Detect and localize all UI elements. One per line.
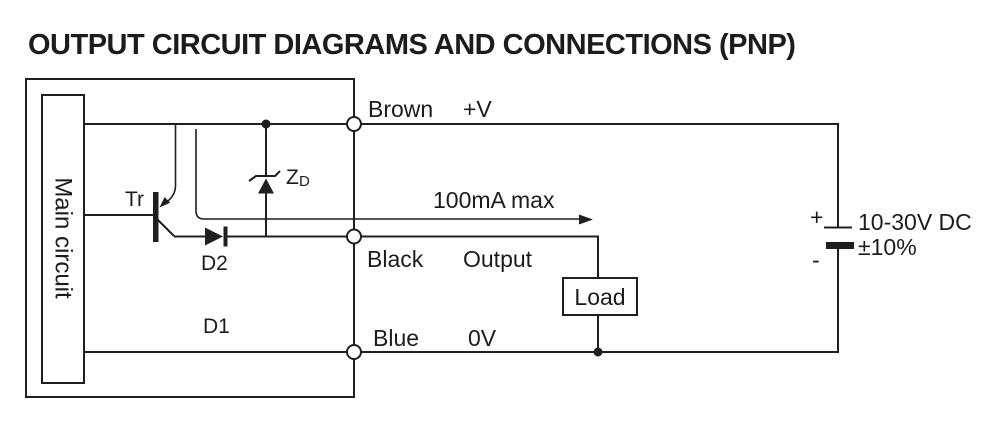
- terminal-blue: [346, 344, 362, 360]
- label-plus-v: +V: [463, 96, 492, 122]
- page-title: OUTPUT CIRCUIT DIAGRAMS AND CONNECTIONS …: [28, 29, 795, 61]
- load-label: Load: [574, 284, 625, 310]
- diode-d2-label: D2: [201, 252, 228, 275]
- label-brown: Brown: [368, 96, 433, 122]
- battery-minus-sign: -: [812, 247, 820, 273]
- current-flow-arrowhead: [579, 214, 593, 225]
- label-black: Black: [367, 246, 424, 272]
- emitter-arrowhead: [159, 197, 171, 208]
- zener-label-subscript: D: [299, 173, 310, 190]
- zener-triangle: [258, 178, 274, 194]
- current-max-label: 100mA max: [433, 187, 555, 213]
- wire-output-to-load: [361, 235, 599, 278]
- main-circuit-label: Main circuit: [50, 177, 77, 299]
- load-box: [562, 277, 638, 316]
- label-blue: Blue: [373, 325, 419, 351]
- terminal-black: [346, 228, 362, 245]
- wire-0v-external: [361, 249, 839, 353]
- diode-d2-cathode-bar: [223, 226, 228, 247]
- transistor-base-bar: [153, 192, 159, 242]
- terminal-brown: [346, 116, 362, 132]
- transistor-label: Tr: [125, 188, 144, 211]
- label-output: Output: [463, 246, 533, 272]
- diode-d1-label: D1: [203, 315, 230, 338]
- current-flow-line: [195, 129, 579, 220]
- supply-voltage-label: 10-30V DC: [858, 209, 972, 235]
- wire-plus-v-external: [361, 123, 839, 227]
- main-circuit-box: [41, 94, 85, 384]
- supply-tolerance-label: ±10%: [858, 234, 917, 260]
- zener-cathode-bar: [248, 170, 281, 182]
- wire-transistor-emitter: [165, 124, 177, 204]
- battery-plus-sign: +: [810, 204, 823, 230]
- diode-d2-triangle: [205, 227, 223, 246]
- battery-negative-plate: [826, 242, 854, 249]
- wire-transistor-collector: [157, 219, 175, 237]
- zener-label: Z: [286, 166, 299, 189]
- label-0v: 0V: [468, 325, 497, 351]
